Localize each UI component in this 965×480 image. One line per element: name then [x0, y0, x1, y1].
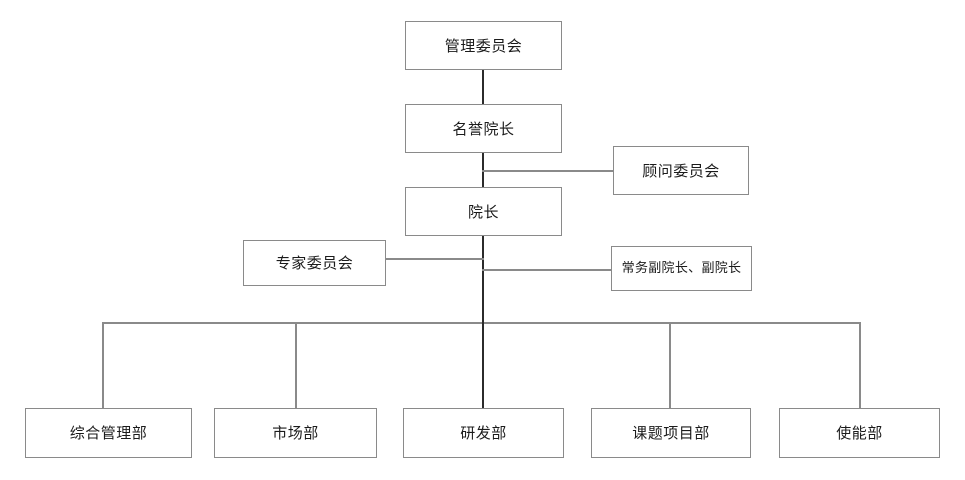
connector-management-to-honorary	[482, 70, 484, 104]
node-label-honorary-dean: 名誉院长	[452, 119, 515, 138]
node-label-dept-general-management: 综合管理部	[69, 424, 148, 442]
node-dept-rnd[interactable]: 研发部	[403, 408, 564, 458]
node-label-dept-enabling: 使能部	[836, 424, 883, 442]
node-advisory-committee[interactable]: 顾问委员会	[613, 146, 749, 195]
node-label-dean: 院长	[467, 202, 499, 221]
node-label-vice-deans: 常务副院长、副院长	[621, 260, 742, 276]
node-label-dept-rnd: 研发部	[460, 424, 507, 442]
connector-dean-to-advisory-committee	[482, 170, 614, 172]
node-dept-research-project[interactable]: 课题项目部	[591, 408, 751, 458]
connector-drop-research-project	[669, 322, 671, 408]
connector-dean-to-expert-committee	[386, 258, 484, 260]
connector-department-bus	[102, 322, 861, 324]
node-label-management-committee: 管理委员会	[444, 36, 523, 55]
node-management-committee[interactable]: 管理委员会	[405, 21, 562, 70]
node-dean[interactable]: 院长	[405, 187, 562, 236]
connector-drop-enabling	[859, 322, 861, 408]
node-label-advisory-committee: 顾问委员会	[642, 161, 720, 180]
node-dept-marketing[interactable]: 市场部	[214, 408, 377, 458]
connector-drop-general-management	[102, 322, 104, 408]
node-label-dept-marketing: 市场部	[272, 424, 319, 442]
node-dept-general-management[interactable]: 综合管理部	[25, 408, 192, 458]
node-label-expert-committee: 专家委员会	[275, 254, 354, 272]
node-label-dept-research-project: 课题项目部	[632, 424, 710, 442]
node-dept-enabling[interactable]: 使能部	[779, 408, 940, 458]
connector-drop-marketing	[295, 322, 297, 408]
connector-dean-trunk	[482, 236, 484, 324]
connector-drop-rnd	[482, 322, 484, 408]
node-vice-deans[interactable]: 常务副院长、副院长	[611, 246, 752, 291]
node-honorary-dean[interactable]: 名誉院长	[405, 104, 562, 153]
node-expert-committee[interactable]: 专家委员会	[243, 240, 386, 286]
connector-dean-to-vice-deans	[482, 269, 612, 271]
